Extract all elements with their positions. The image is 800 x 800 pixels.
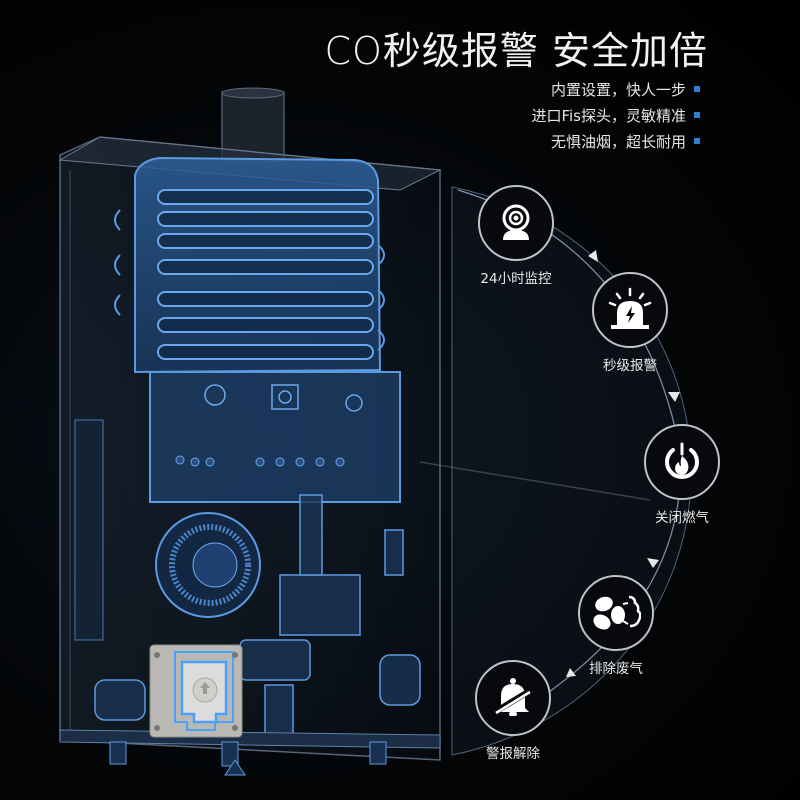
co-sensor-module [149,644,243,738]
bell-off-icon [493,678,533,716]
step-shutoff-gas: 关闭燃气 [642,424,722,526]
step-label: 警报解除 [486,746,540,762]
side-panel [74,419,104,641]
bullet-icon [694,138,700,144]
step-monitoring: 24小时监控 [476,185,556,287]
power-flame-icon [665,442,699,479]
camera-icon [502,204,530,240]
feature-item: 内置设置，快人一步 [531,76,700,102]
step-exhaust: 排除废气 [576,575,656,677]
step-label: 关闭燃气 [655,510,709,526]
feature-list: 内置设置，快人一步 进口Fis探头，灵敏精准 无惧油烟，超长耐用 [531,76,700,154]
step-alarm-cleared: 警报解除 [473,660,553,762]
burner-block [149,371,401,503]
alarm-light-icon [608,287,652,329]
fan-exhaust-icon [593,595,641,630]
feature-item: 进口Fis探头，灵敏精准 [531,102,700,128]
bullet-icon [694,112,700,118]
step-label: 24小时监控 [480,271,552,287]
step-label: 排除废气 [589,661,643,677]
bullet-icon [694,86,700,92]
step-alarm: 秒级报警 [590,272,670,374]
blower-fan [155,512,261,618]
water-heater-illustration [58,87,442,776]
step-label: 秒级报警 [603,358,657,374]
page-title: CO秒级报警 安全加倍 [324,29,708,73]
feature-item: 无惧油烟，超长耐用 [531,128,700,154]
